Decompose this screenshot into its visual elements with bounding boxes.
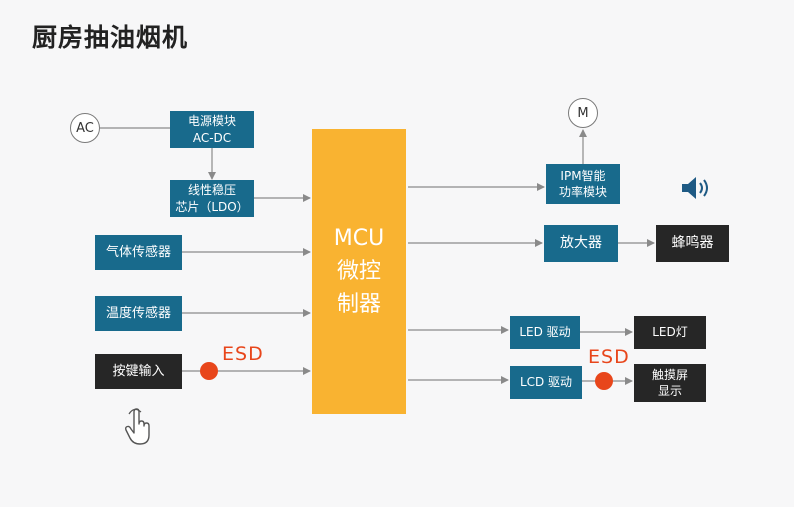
esd-label-input: ESD <box>222 343 264 365</box>
led-lamp-box: LED灯 <box>634 316 706 349</box>
ac-source: AC <box>70 113 100 143</box>
motor-node: M <box>568 98 598 128</box>
amplifier-box: 放大器 <box>544 225 618 262</box>
esd-marker-output <box>595 372 613 390</box>
gas-sensor-box: 气体传感器 <box>95 235 182 270</box>
esd-marker-input <box>200 362 218 380</box>
buzzer-box: 蜂鸣器 <box>656 225 729 262</box>
esd-label-output: ESD <box>588 346 630 368</box>
lcd-driver-box: LCD 驱动 <box>510 366 582 399</box>
page-title: 厨房抽油烟机 <box>32 23 189 52</box>
hand-pointer-icon <box>125 408 150 445</box>
key-input-box: 按键输入 <box>95 354 182 389</box>
led-driver-box: LED 驱动 <box>510 316 580 349</box>
touch-display-box: 触摸屏显示 <box>634 364 706 402</box>
speaker-icon <box>682 177 708 199</box>
ldo-box: 线性稳压芯片（LDO） <box>170 180 254 217</box>
ipm-module-box: IPM智能功率模块 <box>546 164 620 204</box>
temp-sensor-box: 温度传感器 <box>95 296 182 331</box>
